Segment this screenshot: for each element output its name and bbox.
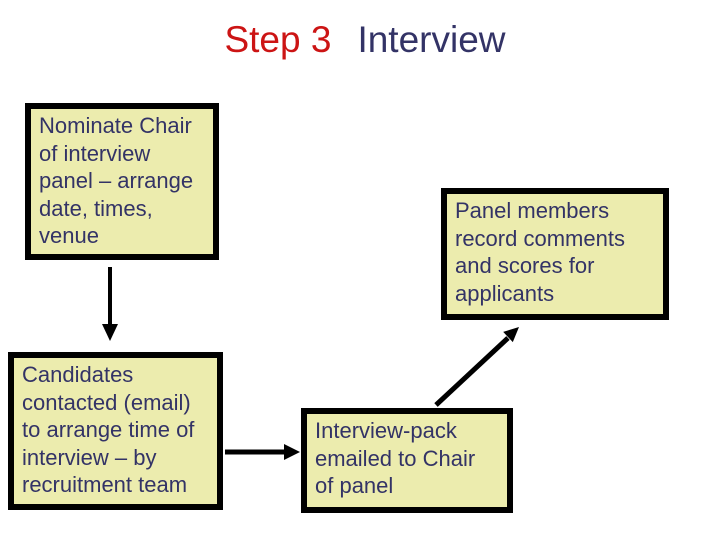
arrow-candidates-to-interview-icon (225, 444, 300, 460)
page-title-step: Step 3 (224, 19, 332, 60)
page-title-topic: Interview (357, 19, 506, 60)
flow-box-interview-pack: Interview-pack emailed to Chair of panel (301, 408, 513, 513)
arrow-nominate-to-candidates-icon (102, 267, 118, 341)
flow-box-candidates-contacted: Candidates contacted (email) to arrange … (8, 352, 223, 510)
flow-box-nominate-chair: Nominate Chair of interview panel – arra… (25, 103, 219, 260)
arrow-interview-to-panel-icon (434, 327, 519, 407)
page-title: Step 3 Interview (0, 21, 720, 58)
flow-box-panel-members: Panel members record comments and scores… (441, 188, 669, 320)
